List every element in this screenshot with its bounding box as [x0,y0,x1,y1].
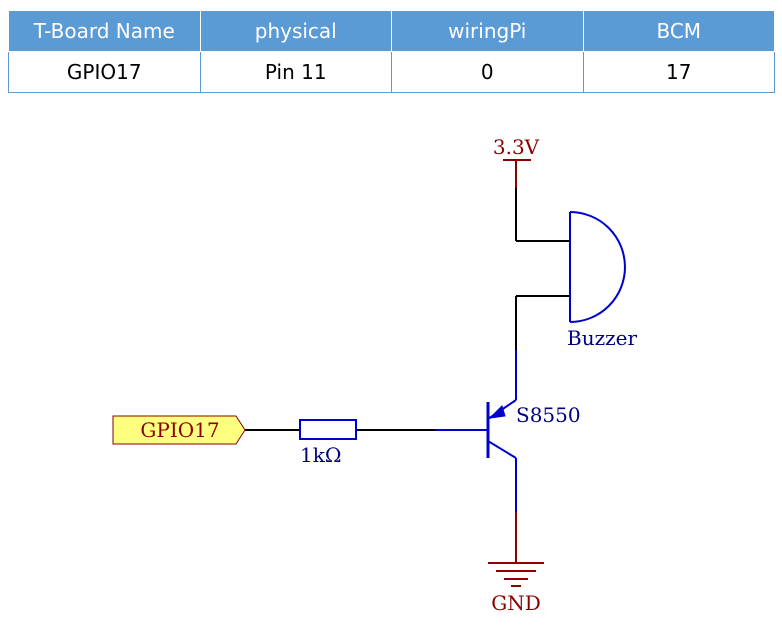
header-physical: physical [199,10,392,52]
cell-bcm: 17 [582,51,775,93]
buzzer-symbol: Buzzer [567,211,637,350]
ground-label: GND [491,591,541,615]
resistor-label: 1kΩ [300,443,341,467]
wires [245,188,570,512]
header-tboard-name: T-Board Name [8,10,201,52]
pin-mapping-table: T-Board Name physical wiringPi BCM GPIO1… [8,10,775,93]
header-bcm: BCM [582,10,775,52]
power-label: 3.3V [493,135,540,159]
table-row: GPIO17 Pin 11 0 17 [8,51,775,93]
table-header-row: T-Board Name physical wiringPi BCM [8,10,775,52]
cell-tboard-name: GPIO17 [8,51,201,93]
transistor-label: S8550 [516,403,581,427]
cell-wiringpi: 0 [391,51,584,93]
gpio-port: GPIO17 [112,415,246,445]
buzzer-label: Buzzer [567,326,637,350]
cell-physical: Pin 11 [199,51,392,93]
transistor-s8550 [435,350,517,512]
ground-symbol: GND [488,512,544,615]
gpio-port-label: GPIO17 [140,418,219,442]
power-symbol: 3.3V [493,135,540,188]
resistor-1k: 1kΩ [299,419,357,467]
